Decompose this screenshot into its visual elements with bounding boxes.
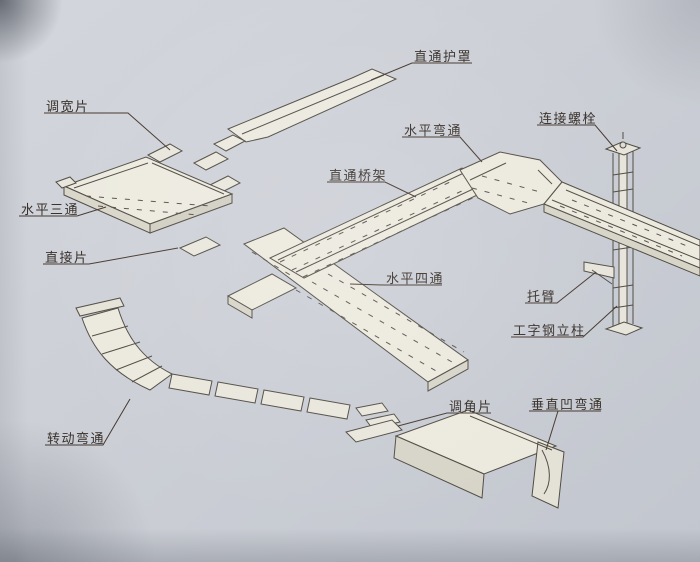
leader-horizontal-bend [402, 136, 483, 163]
leader-connect-piece [43, 247, 179, 265]
label-straight-tray: 直通桥架 [329, 168, 388, 183]
label-rotating-bend: 转动弯通 [47, 431, 106, 446]
leader-ibeam-column [511, 305, 618, 338]
leader-horizontal-cross [349, 283, 442, 286]
angle-adjust-chain-part [168, 373, 401, 429]
leader-lines [19, 62, 618, 451]
support-arm-part [583, 261, 615, 285]
straight-cover-part [212, 68, 398, 152]
rotating-bend-part [75, 297, 173, 391]
label-width-adjust-piece: 调宽片 [46, 99, 90, 114]
leader-angle-adjust-piece [397, 412, 491, 427]
label-connect-piece: 直接片 [45, 250, 89, 265]
leader-vertical-concave-bend [529, 410, 601, 451]
label-horizontal-bend: 水平弯通 [404, 123, 463, 138]
label-horizontal-tee: 水平三通 [21, 202, 80, 217]
horizontal-tee-part [55, 156, 234, 234]
leader-connecting-bolt [537, 124, 618, 152]
horizontal-bend-part [459, 151, 563, 215]
leader-width-adjust-piece [44, 112, 171, 151]
label-straight-cover: 直通护罩 [414, 49, 473, 64]
vertical-concave-bend-part [345, 409, 565, 509]
right-run-tray-part [543, 181, 700, 277]
label-angle-adjust-piece: 调角片 [449, 399, 493, 414]
leader-horizontal-tee [19, 206, 107, 217]
tray-hatch-texture [85, 175, 693, 373]
label-horizontal-cross: 水平四通 [386, 271, 445, 286]
connect-piece-part [178, 236, 222, 257]
label-support-arm: 托臂 [527, 289, 557, 304]
leader-straight-cover [370, 62, 472, 81]
leader-rotating-bend [45, 398, 131, 446]
connecting-bolt-part [619, 132, 627, 149]
label-connecting-bolt: 连接螺栓 [539, 111, 598, 126]
label-vertical-concave-bend: 垂直凹弯通 [531, 397, 604, 412]
leader-support-arm [525, 271, 597, 304]
leader-straight-tray [327, 181, 417, 198]
label-ibeam-column: 工字钢立柱 [513, 323, 586, 338]
straight-tray-part [268, 167, 498, 279]
